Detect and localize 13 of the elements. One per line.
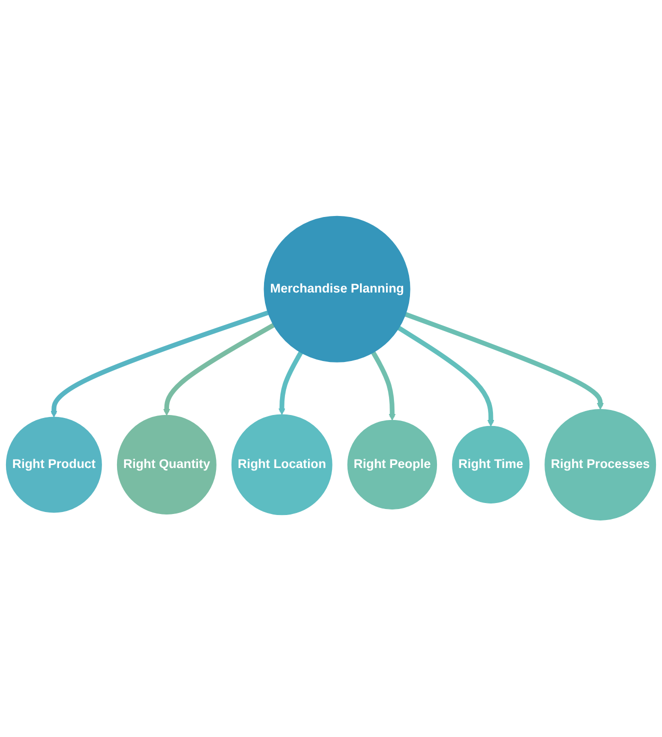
node-circle: Merchandise Planning: [264, 216, 410, 363]
node-circle: Right Time: [452, 426, 530, 504]
node-circle: Right Processes: [544, 409, 656, 521]
arrow: [398, 326, 494, 427]
node-circle: Right People: [347, 420, 438, 510]
node-circle: Right Quantity: [116, 415, 216, 515]
arrow: [371, 352, 396, 421]
node-circle: Right Location: [231, 414, 332, 516]
arrow: [404, 312, 604, 410]
arrow: [278, 352, 303, 416]
arrow: [50, 310, 269, 418]
node-circle: Right Product: [6, 417, 102, 514]
arrow: [163, 323, 275, 416]
